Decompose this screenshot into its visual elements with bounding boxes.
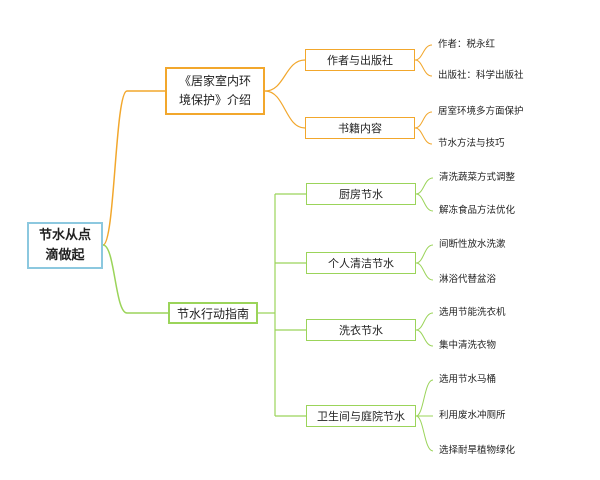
leaf-publisher: 出版社：科学出版社: [438, 70, 524, 81]
leaf-bathroom-2: 利用废水冲厕所: [439, 410, 506, 421]
topic-kitchen[interactable]: 厨房节水: [306, 183, 416, 205]
leaf-content-environment: 居室环境多方面保护: [438, 106, 524, 117]
leaf-kitchen-1: 清洗蔬菜方式调整: [439, 172, 516, 183]
topic-author-publisher-label: 作者与出版社: [327, 54, 393, 67]
connector-kitchen-leaves: [415, 177, 434, 212]
branch-book-intro-label: 《居家室内环境保护》介绍: [178, 74, 251, 107]
branch-water-saving-guide-label: 节水行动指南: [176, 306, 249, 321]
branch-water-saving-guide[interactable]: 节水行动指南: [168, 302, 258, 324]
connector-author-leaves: [414, 44, 433, 77]
topic-laundry[interactable]: 洗衣节水: [306, 319, 416, 341]
topic-author-publisher[interactable]: 作者与出版社: [305, 49, 415, 71]
topic-bathroom-garden[interactable]: 卫生间与庭院节水: [306, 405, 416, 427]
leaf-personal-1: 间断性放水洗漱: [439, 239, 506, 250]
branch-book-intro[interactable]: 《居家室内环境保护》介绍: [165, 67, 265, 115]
leaf-bathroom-3: 选择耐旱植物绿化: [439, 445, 516, 456]
connector-root-to-guide: [102, 244, 168, 314]
leaf-kitchen-2: 解冻食品方法优化: [439, 205, 516, 216]
topic-personal-cleaning-label: 个人清洁节水: [328, 257, 394, 270]
topic-bathroom-garden-label: 卫生间与庭院节水: [317, 410, 405, 423]
topic-personal-cleaning[interactable]: 个人清洁节水: [306, 252, 416, 274]
leaf-content-methods: 节水方法与技巧: [438, 138, 505, 149]
leaf-bathroom-1: 选用节水马桶: [439, 374, 497, 385]
connector-bathroom-leaves: [415, 379, 434, 452]
leaf-personal-2: 淋浴代替盆浴: [439, 274, 497, 285]
leaf-laundry-1: 选用节能洗衣机: [439, 307, 506, 318]
leaf-author: 作者：税永红: [438, 39, 496, 50]
connector-root-to-book-intro: [102, 90, 165, 246]
root-node[interactable]: 节水从点滴做起: [27, 222, 103, 269]
topic-book-content[interactable]: 书籍内容: [305, 117, 415, 139]
connector-personal-leaves: [415, 244, 434, 281]
connector-content-leaves: [414, 111, 433, 145]
connector-intro-to-content: [264, 90, 306, 129]
leaf-laundry-2: 集中清洗衣物: [439, 340, 497, 351]
topic-kitchen-label: 厨房节水: [339, 188, 383, 201]
connector-intro-to-author: [264, 59, 306, 92]
connector-guide-spine: [258, 194, 276, 416]
topic-book-content-label: 书籍内容: [338, 122, 382, 135]
root-label: 节水从点滴做起: [38, 227, 91, 263]
connector-laundry-leaves: [415, 312, 434, 347]
topic-laundry-label: 洗衣节水: [339, 324, 383, 337]
